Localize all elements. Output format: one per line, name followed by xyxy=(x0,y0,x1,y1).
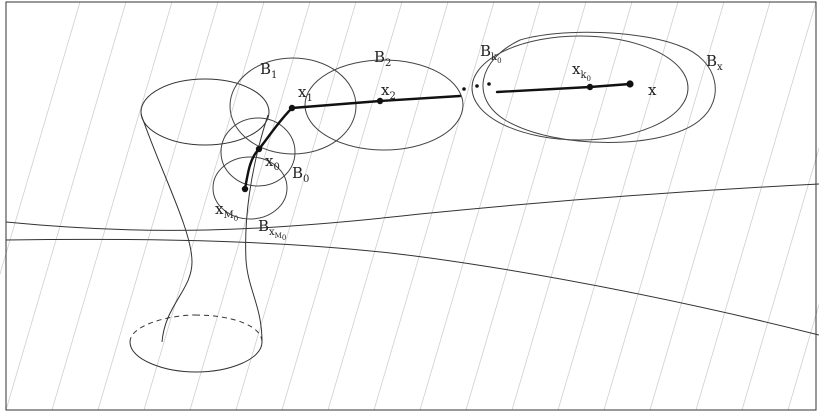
hatch-line xyxy=(373,1,495,411)
label-x2: x2 xyxy=(381,81,396,102)
hatch-line xyxy=(143,1,265,411)
hatch-line xyxy=(235,1,357,411)
surface-curve-lower xyxy=(5,238,819,336)
point-x xyxy=(626,80,634,88)
ball-B-xM0 xyxy=(212,156,288,220)
label-Bk0: Bk0 xyxy=(480,42,502,65)
hatch-line xyxy=(281,1,403,411)
hatch-line xyxy=(5,1,127,411)
label-x0: x0 xyxy=(265,152,280,173)
neck-top-ellipse xyxy=(140,78,270,146)
neck-bottom-ellipse-back-2 xyxy=(194,314,263,343)
point-xk0 xyxy=(586,83,594,91)
label-BxM0: BxM0 xyxy=(258,217,286,242)
label-xk0: xk0 xyxy=(572,60,591,83)
hatch-line xyxy=(557,1,679,411)
label-x: x xyxy=(648,81,657,99)
path-segment-2 xyxy=(378,94,462,103)
ellipsis-dot-2 xyxy=(475,84,479,88)
point-x0 xyxy=(255,145,263,153)
ball-B2 xyxy=(304,59,464,151)
surface-curve-upper xyxy=(5,183,819,231)
label-B2: B2 xyxy=(374,48,391,69)
ball-Bk0 xyxy=(471,35,689,141)
hatch-line xyxy=(0,1,81,276)
path-segment-1 xyxy=(290,99,382,110)
hatch-line xyxy=(465,1,587,411)
hatch-line xyxy=(649,1,771,411)
hatch-line xyxy=(695,1,817,411)
ball-Bx-arc xyxy=(519,31,716,121)
hatch-line xyxy=(741,146,819,411)
neck-bottom-ellipse-back xyxy=(129,314,196,343)
label-xM0: xM0 xyxy=(215,200,238,223)
neck-right-side xyxy=(245,114,269,343)
label-B1: B1 xyxy=(260,60,277,81)
point-xM0 xyxy=(241,185,249,193)
frame-border xyxy=(5,1,817,411)
ball-B1 xyxy=(229,57,357,155)
hatch-line xyxy=(97,1,219,411)
path-segment-3 xyxy=(495,82,632,94)
point-x1 xyxy=(288,104,296,112)
ball-Bx-arc-2 xyxy=(482,39,701,143)
neck-left-side xyxy=(140,113,193,343)
label-Bx: Bx xyxy=(706,52,723,73)
hatch-line xyxy=(51,1,173,411)
hatch-line xyxy=(419,1,541,411)
hatch-line xyxy=(787,303,819,411)
hyperboloid-neck xyxy=(129,78,270,373)
ellipsis-dot-3 xyxy=(487,82,491,86)
label-B0: B0 xyxy=(292,164,309,185)
balls xyxy=(212,31,716,220)
hatch-line xyxy=(603,1,725,411)
label-x1: x1 xyxy=(298,83,313,104)
ellipsis-dot-1 xyxy=(462,87,466,91)
hatch-line xyxy=(511,1,633,411)
hatch-line xyxy=(327,1,449,411)
hatch-line xyxy=(189,1,311,411)
point-x2 xyxy=(376,97,384,105)
ball-B0 xyxy=(220,117,296,187)
neck-bottom-ellipse-front xyxy=(129,341,263,373)
